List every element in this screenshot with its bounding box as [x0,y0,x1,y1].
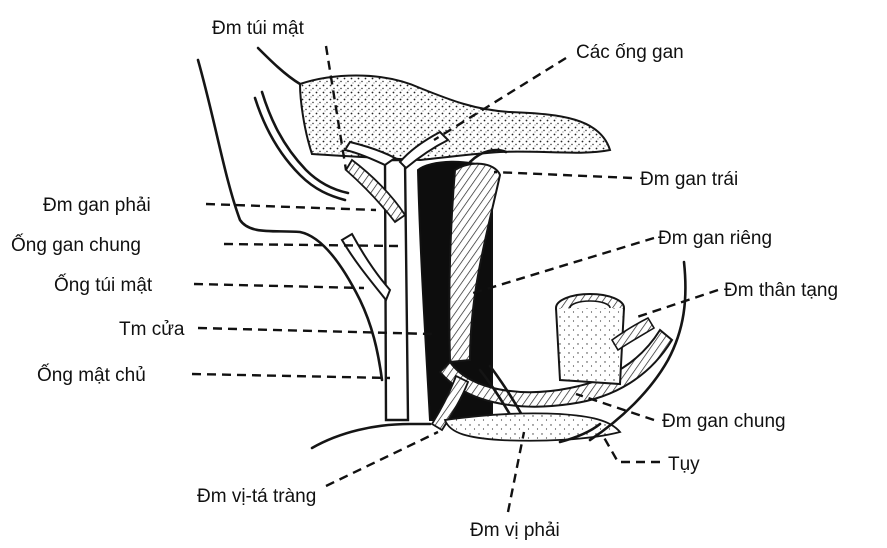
leader-dm-gan-rieng [470,238,654,294]
label-dm-gan-trai: Đm gan trái [640,169,738,190]
celiac-trunk-body [556,308,624,384]
label-dm-tui-mat: Đm túi mật [212,18,305,39]
leader-dm-gan-phai [206,204,376,210]
leader-dm-vi-phai [508,432,524,512]
leader-ong-tui-mat [194,284,364,288]
label-dm-gan-phai: Đm gan phải [43,195,151,216]
label-dm-gan-rieng: Đm gan riêng [658,228,772,249]
label-tuy: Tụy [668,454,700,475]
cystic-duct [342,234,390,300]
label-ong-mat-chu: Ống mật chủ [37,364,146,386]
anatomy-drawing [198,48,685,448]
label-ong-gan-chung: Ống gan chung [11,234,141,256]
label-cac-ong-gan: Các ống gan [576,42,684,63]
label-tm-cua: Tm cửa [119,319,185,340]
label-dm-than-tang: Đm thân tạng [724,280,838,301]
leader-tuy [602,434,660,462]
label-ong-tui-mat: Ống túi mật [54,274,153,296]
leader-ong-mat-chu [192,374,390,378]
leader-ong-gan-chung [224,244,398,246]
liver-edge [258,48,300,84]
leader-dm-gan-trai [494,172,632,178]
label-dm-vi-ta-trang: Đm vị-tá tràng [197,486,316,507]
label-dm-gan-chung: Đm gan chung [662,411,786,432]
leader-dm-vi-ta-trang [326,432,438,486]
leader-dm-than-tang [634,290,718,318]
label-dm-vi-phai: Đm vị phải [470,520,560,541]
